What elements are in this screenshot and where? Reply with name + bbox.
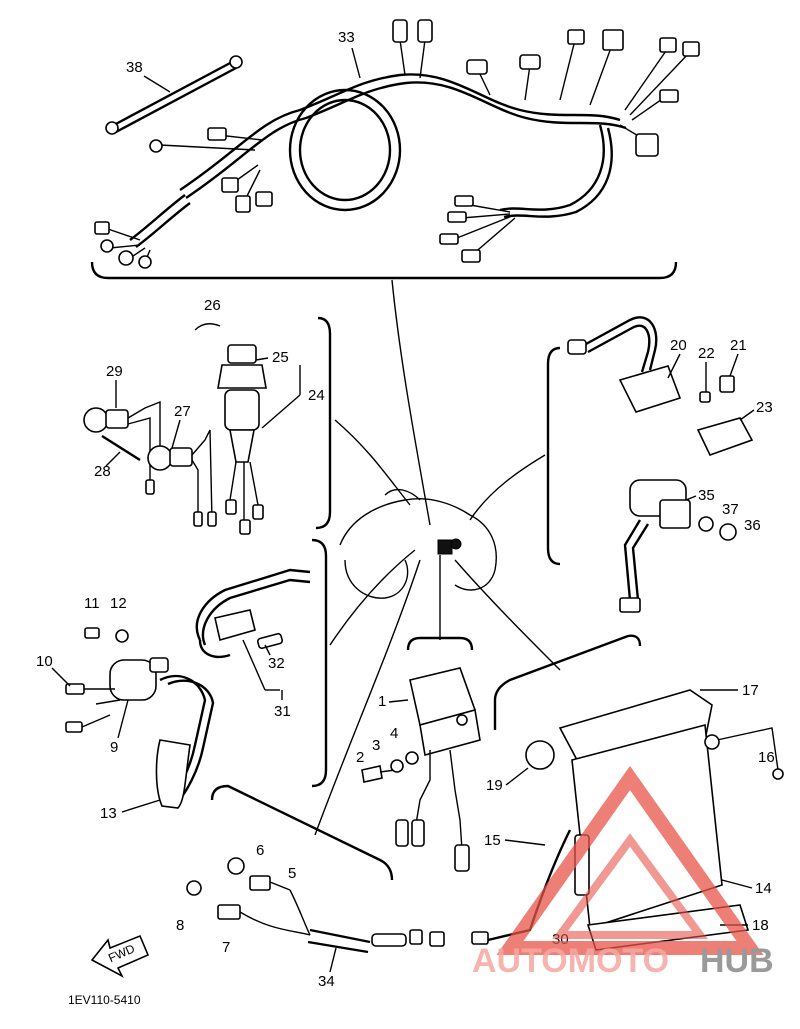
callout-5: 5 (288, 865, 296, 882)
automotohub-logo: AUTOMOTO HUB (472, 765, 774, 980)
wire-harness (90, 19, 700, 280)
watermark-part1: AUTOMOTO (472, 942, 669, 980)
bracket (406, 636, 474, 651)
watermark-part2: HUB (700, 942, 774, 980)
callout-10: 10 (36, 653, 53, 670)
callout-28: 28 (94, 463, 111, 480)
callout-36: 36 (744, 517, 761, 534)
callout-23: 23 (756, 399, 773, 416)
callout-26: 26 (204, 297, 221, 314)
bracket (546, 346, 561, 566)
main-switch-group (83, 323, 267, 535)
callout-21: 21 (730, 337, 747, 354)
callout-19: 19 (486, 777, 503, 794)
callout-8: 8 (176, 917, 184, 934)
relay-harness-group (195, 568, 311, 691)
bracket (493, 634, 642, 730)
callout-22: 22 (698, 345, 715, 362)
callout-9: 9 (110, 739, 118, 756)
callout-34: 34 (318, 973, 335, 990)
leader-line (314, 559, 421, 836)
callout-16: 16 (758, 749, 775, 766)
callout-38: 38 (126, 59, 143, 76)
leader-line (334, 419, 411, 506)
diagram-code: 1EV110-5410 (68, 993, 141, 1007)
callout-7: 7 (222, 939, 230, 956)
callout-12: 12 (110, 595, 127, 612)
callout-25: 25 (272, 349, 289, 366)
callout-24: 24 (308, 387, 325, 404)
callout-35: 35 (698, 487, 715, 504)
callout-29: 29 (106, 363, 123, 380)
bracket (315, 316, 332, 530)
callout-31: 31 (274, 703, 291, 720)
callout-14: 14 (755, 880, 772, 897)
bracket (210, 784, 394, 881)
ignition-coil-group (65, 627, 215, 809)
leader-line (469, 454, 546, 521)
bracket (311, 538, 328, 788)
callout-20: 20 (670, 337, 687, 354)
callout-4: 4 (390, 725, 398, 742)
callout-15: 15 (484, 832, 501, 849)
callout-32: 32 (268, 655, 285, 672)
callout-6: 6 (256, 842, 264, 859)
callout-27: 27 (174, 403, 191, 420)
callout-2: 2 (356, 749, 364, 766)
callout-13: 13 (100, 805, 117, 822)
callout-18: 18 (752, 917, 769, 934)
callout-33: 33 (338, 29, 355, 46)
battery-group (471, 689, 784, 951)
callout-17: 17 (742, 682, 759, 699)
leader-line (391, 279, 431, 526)
motorcycle-outline (339, 488, 497, 599)
leader-line (454, 559, 561, 671)
callout-1: 1 (378, 693, 386, 710)
callout-37: 37 (722, 501, 739, 518)
sensor-group (186, 857, 445, 954)
cdi-unit-group (361, 667, 481, 872)
regulator-relay-group (567, 316, 754, 613)
leader-line (329, 549, 416, 646)
callout-11: 11 (84, 595, 100, 612)
callout-3: 3 (372, 737, 380, 754)
fwd-arrow (90, 934, 150, 978)
callout-labels: 1 2 3 4 5 6 7 8 9 10 11 12 13 14 15 16 1… (36, 29, 775, 990)
